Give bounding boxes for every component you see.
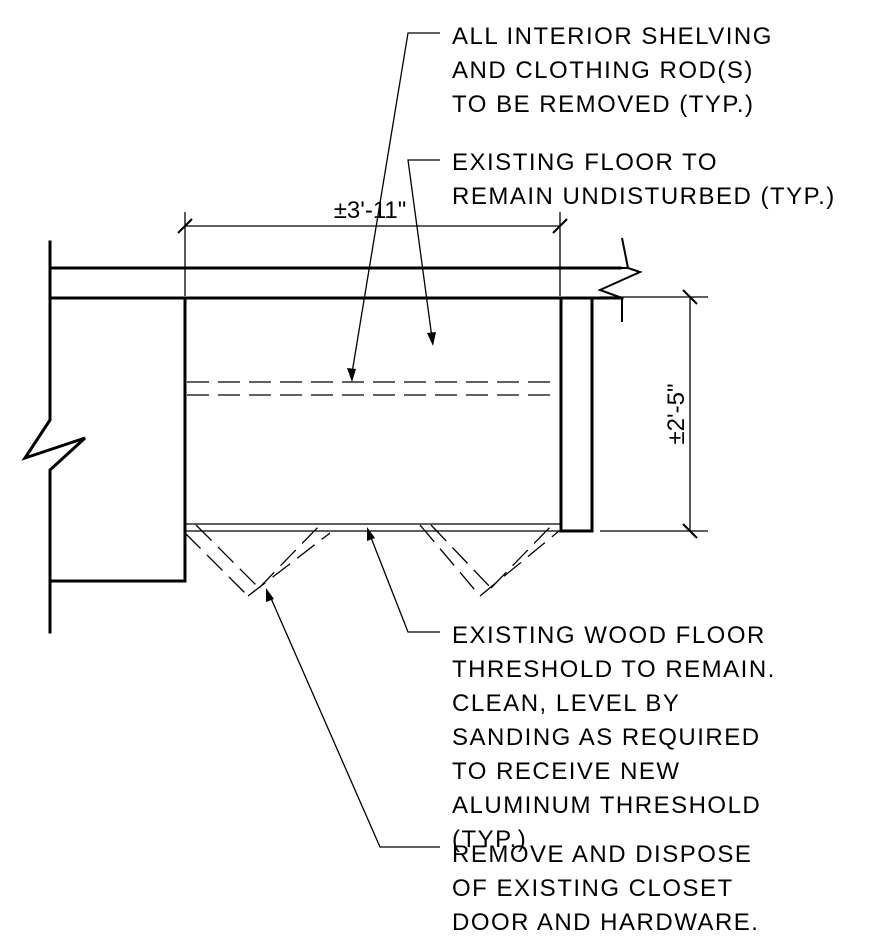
note-floor: EXISTING FLOOR TO REMAIN UNDISTURBED (TY…	[452, 149, 836, 210]
note-shelving-line-2: AND CLOTHING ROD(S)	[452, 57, 754, 84]
leader-door	[266, 588, 440, 848]
note-door-line-2: OF EXISTING CLOSET	[452, 875, 733, 902]
depth-dimension: ±2'-5"	[600, 289, 708, 539]
note-shelving-line-3: TO BE REMOVED (TYP.)	[452, 91, 755, 118]
note-threshold-line-2: THRESHOLD TO REMAIN.	[452, 656, 776, 683]
width-dimension: ±3'-11"	[177, 197, 568, 296]
note-threshold-line-5: TO RECEIVE NEW	[452, 758, 681, 785]
note-door-line-1: REMOVE AND DISPOSE	[452, 841, 752, 868]
threshold	[185, 523, 561, 532]
leader-threshold	[367, 527, 440, 633]
note-shelving-line-1: ALL INTERIOR SHELVING	[452, 23, 773, 50]
shelving-dashed	[187, 381, 558, 396]
note-shelving: ALL INTERIOR SHELVING AND CLOTHING ROD(S…	[452, 23, 781, 118]
note-threshold-line-3: CLEAN, LEVEL BY	[452, 690, 680, 717]
note-threshold-line-7: (TYP.)	[452, 826, 527, 853]
note-floor-line-1: EXISTING FLOOR TO	[452, 149, 718, 176]
note-door: REMOVE AND DISPOSE OF EXISTING CLOSET DO…	[452, 841, 761, 936]
left-wall	[21, 240, 187, 634]
bifold-door-dashed	[184, 524, 560, 597]
top-wall	[48, 237, 643, 322]
note-threshold: EXISTING WOOD FLOOR THRESHOLD TO REMAIN.…	[452, 622, 784, 853]
right-jamb	[559, 296, 594, 533]
note-floor-line-2: REMAIN UNDISTURBED (TYP.)	[452, 183, 836, 210]
leader-floor	[407, 159, 440, 346]
note-threshold-line-1: EXISTING WOOD FLOOR	[452, 622, 766, 649]
width-dimension-label: ±3'-11"	[334, 197, 407, 224]
note-door-line-3: DOOR AND HARDWARE.	[452, 909, 759, 936]
depth-dimension-label: ±2'-5"	[663, 384, 690, 445]
note-threshold-line-4: SANDING AS REQUIRED	[452, 724, 761, 751]
note-threshold-line-6: ALUMINUM THRESHOLD	[452, 792, 761, 819]
leader-shelving	[347, 32, 440, 382]
